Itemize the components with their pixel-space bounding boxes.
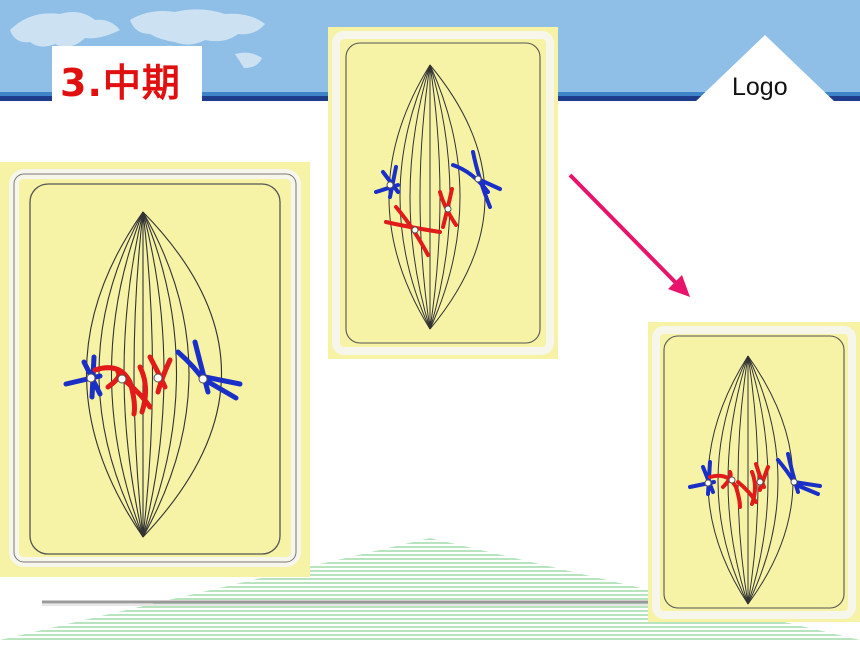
cell-top [328,27,558,359]
spindle-top [388,64,486,330]
cell-large [0,162,310,577]
arrow-icon [568,173,690,297]
logo-triangle [694,35,836,103]
cell-bottom-right [648,322,860,622]
title-box [52,46,202,101]
logo-label: Logo [732,73,788,101]
slide-title: 3.中期 [60,61,181,105]
decorative-pyramid [0,538,860,640]
